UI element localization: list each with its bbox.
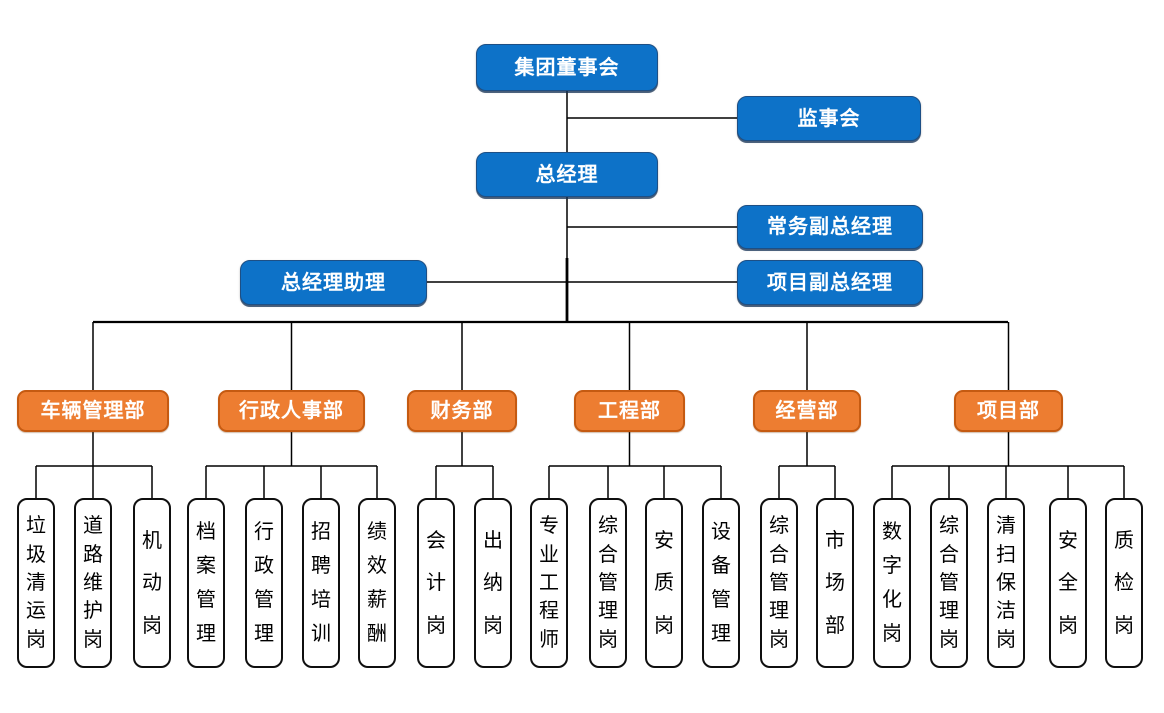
- dept-operations: 经营部: [753, 390, 861, 432]
- position-garbage-collection: 垃圾清运岗: [17, 498, 55, 668]
- position-admin-management: 行政管理: [245, 498, 283, 668]
- position-road-maintenance: 道路维护岗: [74, 498, 112, 668]
- position-digitalization: 数字化岗: [873, 498, 911, 668]
- node-project-deputy-gm: 项目副总经理: [737, 260, 923, 305]
- position-safety: 安全岗: [1049, 498, 1087, 668]
- node-supervisory-board: 监事会: [737, 96, 921, 141]
- dept-finance: 财务部: [407, 390, 517, 432]
- dept-project: 项目部: [954, 390, 1063, 432]
- position-cleaning: 清扫保洁岗: [987, 498, 1025, 668]
- position-market: 市场部: [816, 498, 854, 668]
- position-comprehensive-management: 综合管理岗: [760, 498, 798, 668]
- position-archives-management: 档案管理: [187, 498, 225, 668]
- dept-admin-hr: 行政人事部: [218, 390, 365, 432]
- position-cashier: 出纳岗: [474, 498, 512, 668]
- position-equipment-management: 设备管理: [702, 498, 740, 668]
- position-professional-engineer: 专业工程师: [530, 498, 568, 668]
- position-recruitment-training: 招聘培训: [302, 498, 340, 668]
- node-group-board: 集团董事会: [476, 44, 658, 91]
- node-general-manager: 总经理: [476, 152, 658, 197]
- position-accounting: 会计岗: [417, 498, 455, 668]
- position-performance-compensation: 绩效薪酬: [358, 498, 396, 668]
- position-mobile: 机动岗: [133, 498, 171, 668]
- dept-engineering: 工程部: [574, 390, 685, 432]
- position-comprehensive-management: 综合管理岗: [589, 498, 627, 668]
- position-safety-quality: 安质岗: [645, 498, 683, 668]
- position-comprehensive-management: 综合管理岗: [930, 498, 968, 668]
- position-quality-inspection: 质检岗: [1105, 498, 1143, 668]
- node-gm-assistant: 总经理助理: [240, 260, 427, 305]
- node-executive-deputy-gm: 常务副总经理: [737, 205, 923, 249]
- dept-vehicle-management: 车辆管理部: [17, 390, 169, 432]
